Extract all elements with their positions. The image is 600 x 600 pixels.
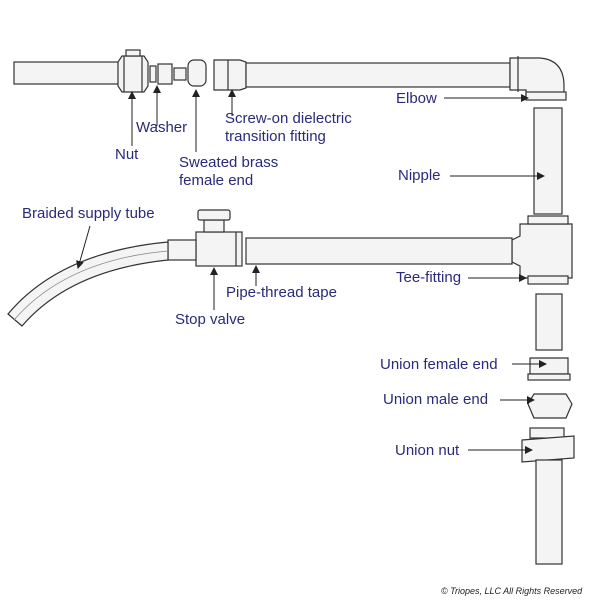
top-pipe xyxy=(245,62,511,88)
label-dielectric-line2: transition fitting xyxy=(225,128,326,145)
label-elbow: Elbow xyxy=(396,90,437,107)
left-pipe xyxy=(13,61,125,85)
label-washer: Washer xyxy=(136,119,188,136)
label-union-male: Union male end xyxy=(383,391,489,408)
copyright-text: © Triopes, LLC All Rights Reserved xyxy=(441,586,583,596)
label-union-nut: Union nut xyxy=(395,442,460,459)
label-stop-valve: Stop valve xyxy=(175,311,246,328)
stop-valve-shape xyxy=(195,231,243,267)
union-female-shape xyxy=(529,357,569,375)
label-nut: Nut xyxy=(115,146,139,163)
label-braided: Braided supply tube xyxy=(22,205,155,222)
tee-shape xyxy=(511,223,573,279)
dielectric-fitting-shape xyxy=(213,59,247,91)
lower-pipe xyxy=(245,237,513,265)
label-sweated-line1: Sweated brass xyxy=(179,154,279,171)
label-dielectric-line1: Screw-on dielectric xyxy=(225,110,352,127)
union-nut-shape xyxy=(521,435,575,463)
nipple-shape xyxy=(533,107,563,215)
label-tape: Pipe-thread tape xyxy=(226,284,337,301)
label-union-female: Union female end xyxy=(380,356,498,373)
lower-nipple-shape xyxy=(535,293,563,351)
union-male-shape xyxy=(527,393,573,419)
bottom-pipe xyxy=(535,459,563,565)
label-sweated-line2: female end xyxy=(179,172,254,189)
braided-leader xyxy=(76,225,91,269)
sweated-end-shape xyxy=(187,59,207,87)
washer-shape xyxy=(149,65,157,83)
nut-shape xyxy=(117,55,149,93)
label-nipple: Nipple xyxy=(398,167,441,184)
label-tee: Tee-fitting xyxy=(396,269,462,286)
braided-tube-shape xyxy=(7,241,169,327)
